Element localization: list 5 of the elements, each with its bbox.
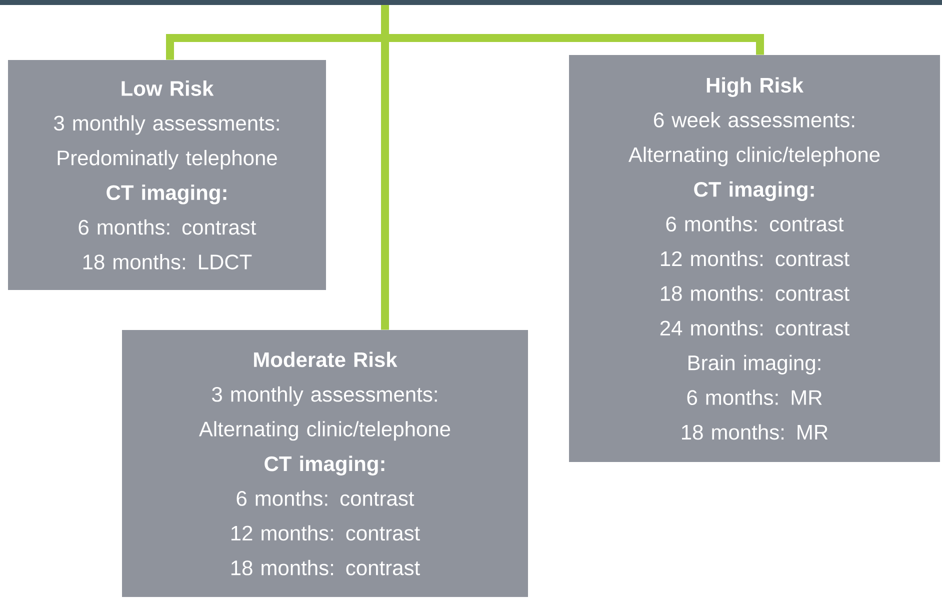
- risk-box: Moderate Risk 3 monthly assessments: Alternating clinic/telephone CT imaging: 6 months: contrast 12 months: contrast 18 months: contrast: [122, 330, 528, 597]
- risk-box: Low Risk 3 monthly assessments: Predominatly telephone CT imaging: 6 months: contrast 18 months: LDCT: [8, 60, 326, 290]
- header-bar: [0, 0, 942, 5]
- connector-line: [381, 5, 389, 330]
- risk-box: High Risk 6 week assessments: Alternating clinic/telephone CT imaging: 6 months: contrast 12 months: contrast 18 months: contrast 24 months: contrast Brain imaging: 6 months: MR 18 months: MR: [569, 55, 940, 462]
